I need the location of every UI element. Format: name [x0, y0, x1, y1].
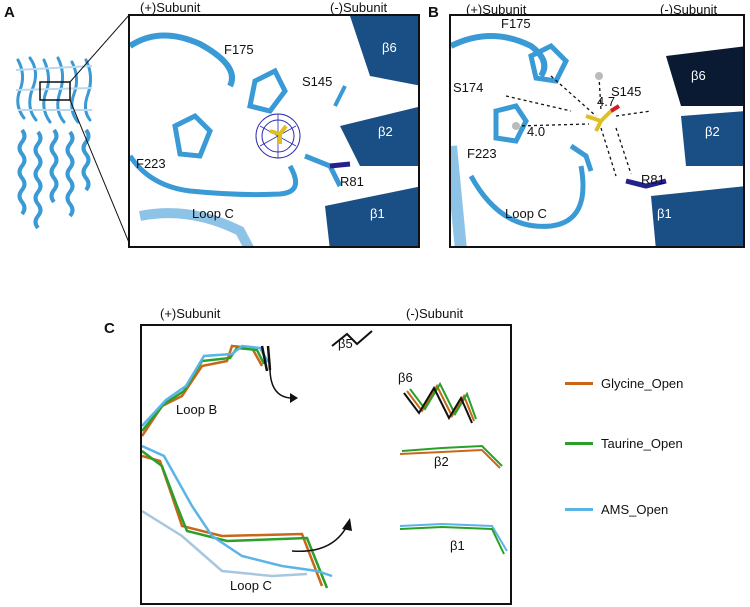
legend-label-ams: AMS_Open [601, 502, 669, 517]
b-r81-label: R81 [641, 172, 665, 187]
a-f175-label: F175 [224, 42, 254, 57]
a-f223-label: F223 [136, 156, 166, 171]
a-loopc-label: Loop C [192, 206, 234, 221]
c-b2-label: β2 [434, 454, 449, 469]
legend-ams: AMS_Open [565, 502, 668, 517]
b-distance-47-label: 4.7 [597, 94, 616, 109]
panel-b-letter: B [428, 4, 439, 21]
legend-line-glycine [565, 382, 593, 385]
legend-taurine: Taurine_Open [565, 436, 683, 451]
a-b2-label: β2 [378, 124, 393, 139]
legend-label-glycine: Glycine_Open [601, 376, 684, 391]
panel-c-traces [142, 330, 508, 589]
a-plus-subunit-label-top: (+)Subunit [140, 0, 201, 15]
panel-a-letter: A [4, 4, 15, 21]
c-b5-label: β5 [338, 336, 353, 351]
legend-line-ams [565, 508, 593, 511]
legend-line-taurine [565, 442, 593, 445]
c-loopc-label: Loop C [230, 578, 272, 593]
panel-c-superposition: β5 β6 Loop B β2 β1 Loop C [140, 324, 512, 605]
c-b6-label: β6 [398, 370, 413, 385]
c-minus-subunit-label: (-)Subunit [406, 306, 464, 321]
b-b1-label: β1 [657, 206, 672, 221]
b-s145-label: S145 [611, 84, 642, 99]
c-b1-label: β1 [450, 538, 465, 553]
a-minus-subunit-label: (-)Subunit [330, 0, 388, 15]
a-b6-label: β6 [382, 40, 397, 55]
panel-b-structure [451, 33, 743, 246]
panel-b-zoom: F175 S174 4.7 S145 β6 4.0 β2 F223 R81 Lo… [449, 14, 745, 248]
panel-a-zoom: (+)Subunit F175 S145 β6 F223 β2 R81 Loop… [128, 14, 420, 248]
legend-glycine: Glycine_Open [565, 376, 683, 391]
a-b1-label: β1 [370, 206, 385, 221]
panel-c-letter: C [104, 320, 115, 337]
b-distance-40-label: 4.0 [527, 124, 546, 139]
b-f175-label: F175 [501, 16, 531, 31]
b-plus-subunit-label: (+)Subunit [466, 2, 527, 17]
b-b6-label: β6 [691, 68, 706, 83]
b-b2-label: β2 [705, 124, 720, 139]
b-minus-subunit-label: (-)Subunit [660, 2, 718, 17]
c-plus-subunit-label: (+)Subunit [160, 306, 221, 321]
a-s145-label: S145 [302, 74, 333, 89]
b-loopc-label: Loop C [505, 206, 547, 221]
legend-label-taurine: Taurine_Open [601, 436, 683, 451]
a-r81-label: R81 [340, 174, 364, 189]
b-f223-label: F223 [467, 146, 497, 161]
b-s174-label: S174 [453, 80, 484, 95]
panel-a-structure [130, 16, 418, 246]
c-loopb-label: Loop B [176, 402, 218, 417]
